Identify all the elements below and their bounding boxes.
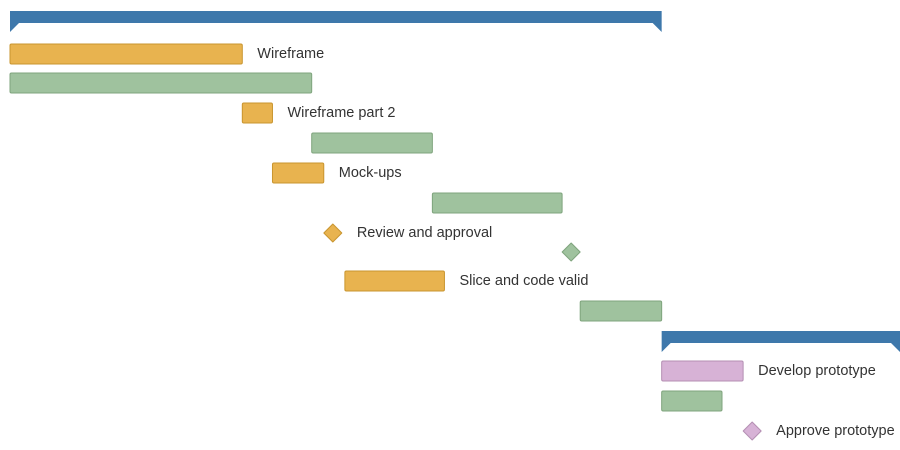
task-bar <box>344 270 445 292</box>
task-label: Mock-ups <box>339 165 402 181</box>
task-label: Wireframe <box>257 46 324 62</box>
actual-bar <box>661 390 723 412</box>
milestone-diamond <box>323 223 343 243</box>
summary-bar <box>661 331 900 352</box>
task-bar <box>661 360 744 382</box>
actual-bar <box>579 300 663 322</box>
milestone-diamond <box>742 421 762 441</box>
actual-bar <box>9 72 313 94</box>
actual-bar <box>431 192 563 214</box>
task-label: Review and approval <box>357 225 492 241</box>
summary-bar <box>10 11 662 32</box>
task-bar <box>271 162 325 184</box>
task-bar <box>241 102 273 124</box>
task-label: Slice and code valid <box>459 273 588 289</box>
task-label: Develop prototype <box>758 363 876 379</box>
task-label: Approve prototype <box>776 423 895 439</box>
actual-milestone-diamond <box>561 242 581 262</box>
task-label: Wireframe part 2 <box>287 105 395 121</box>
actual-bar <box>311 132 433 154</box>
task-bar <box>9 43 243 65</box>
